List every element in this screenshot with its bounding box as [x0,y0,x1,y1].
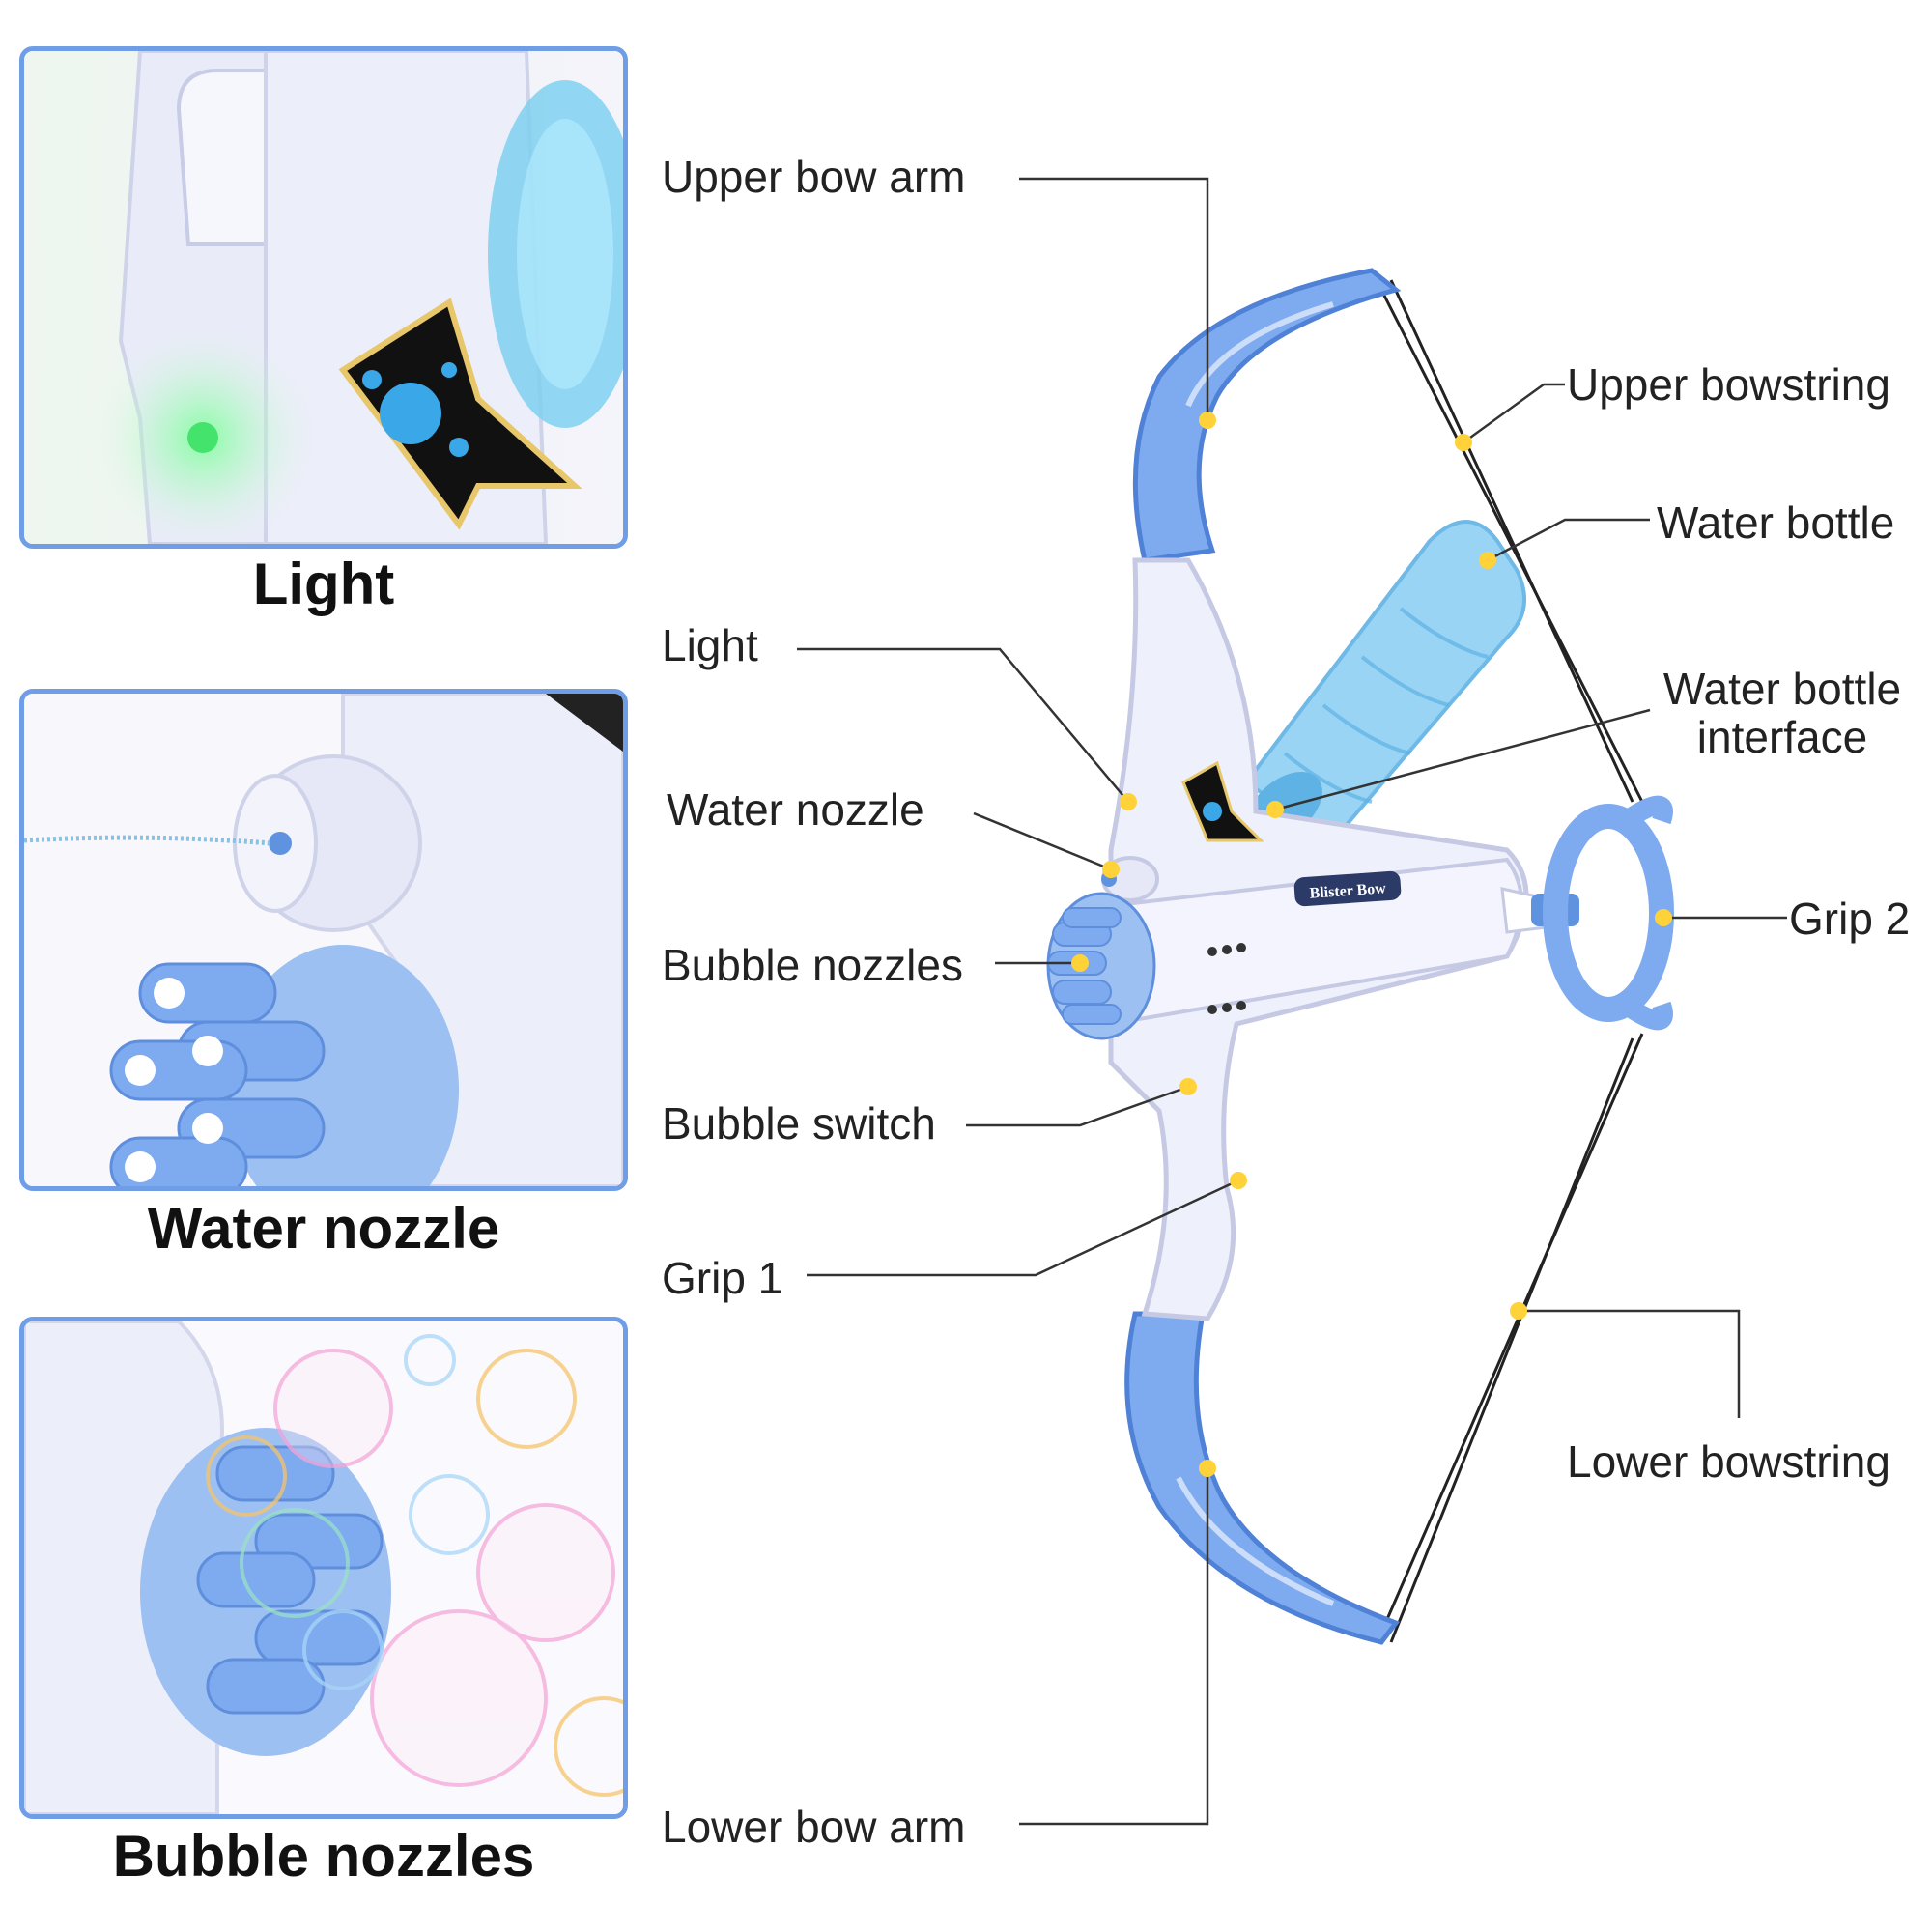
bubble-nozzles-detail-panel [19,1317,628,1819]
callout-bubble-nozzles: Bubble nozzles [662,940,963,990]
green-led-light-icon [187,422,218,453]
light-caption: Light [252,552,395,616]
callout-lower-bow-arm: Lower bow arm [662,1802,966,1852]
callout-upper-bowstring: Upper bowstring [1567,359,1890,410]
marker-dots [1071,412,1672,1477]
callout-lower-bowstring: Lower bowstring [1567,1436,1890,1487]
light-detail-panel [19,46,628,549]
callout-water-bottle: Water bottle [1657,497,1895,548]
callout-water-bottle-interface-line-2: interface [1696,712,1868,762]
upper-bow-arm [1132,268,1402,563]
water-nozzle-caption: Water nozzle [147,1196,500,1261]
callout-water-nozzle: Water nozzle [667,784,924,835]
water-nozzle-detail-panel [19,689,628,1191]
callout-grip-2: Grip 2 [1789,894,1911,944]
callout-water-bottle-interface-line-1: Water bottle [1662,664,1902,714]
callout-grip-1: Grip 1 [662,1253,783,1303]
callout-water-bottle-interface: Water bottle interface [1652,667,1913,759]
callout-upper-bow-arm: Upper bow arm [662,152,966,202]
bowstrings [1379,279,1644,1643]
callout-light: Light [662,620,758,670]
bubble-nozzles-detail-illustration [24,1321,623,1814]
bubble-nozzle-cluster [1046,892,1156,1040]
callout-bubble-switch: Bubble switch [662,1098,936,1149]
leader-lines [797,177,1787,1826]
lower-bow-arm [1124,1311,1401,1645]
water-nozzle-detail-illustration [24,694,623,1186]
toy-brand-label: Blister Bow [1309,880,1387,902]
light-detail-illustration [24,51,623,544]
bubble-nozzles-caption: Bubble nozzles [112,1824,535,1889]
